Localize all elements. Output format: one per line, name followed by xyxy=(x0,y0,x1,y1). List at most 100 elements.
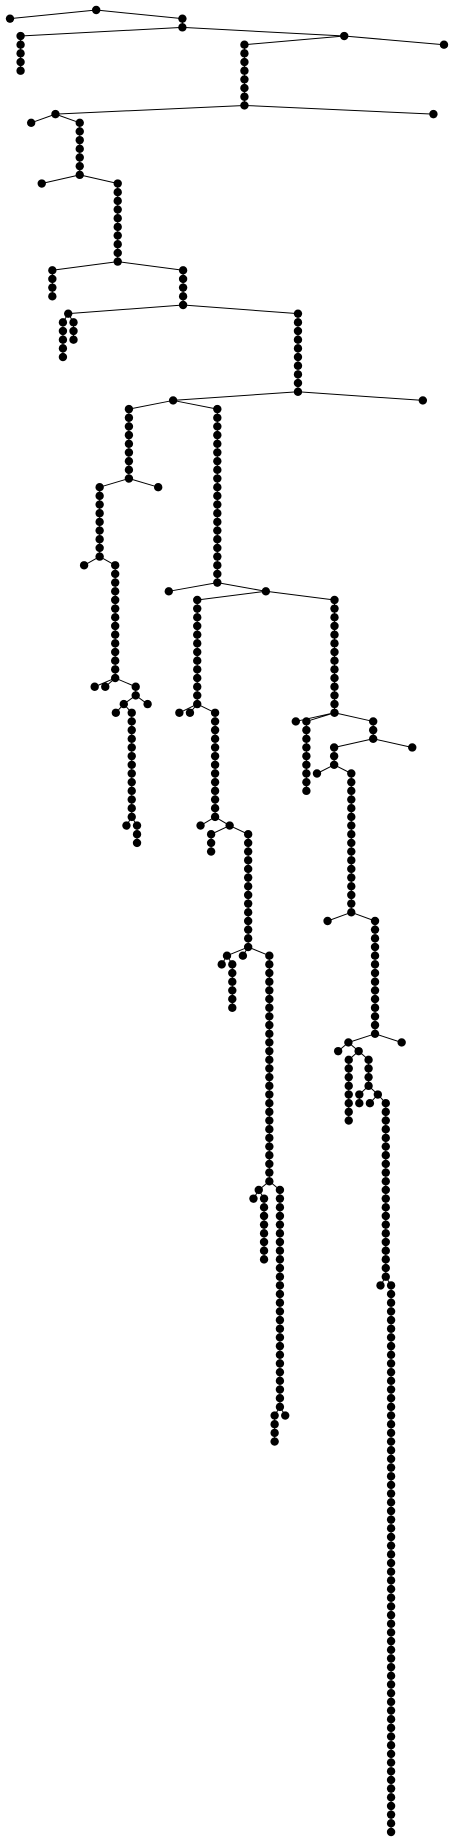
tree-node-282 xyxy=(330,656,339,665)
tree-node-80 xyxy=(95,482,104,492)
tree-node-359 xyxy=(381,1099,390,1108)
tree-node-26 xyxy=(75,153,84,162)
tree-node-55 xyxy=(58,352,68,362)
tree-node-405 xyxy=(386,1489,396,1498)
tree-node-39 xyxy=(113,257,122,266)
tree-node-156 xyxy=(193,630,202,639)
tree-node-86 xyxy=(95,526,104,535)
tree-node-346 xyxy=(344,1081,353,1091)
tree-node-436 xyxy=(386,1758,396,1767)
tree-node-426 xyxy=(386,1671,396,1681)
tree-node-257 xyxy=(275,1289,285,1299)
tree-node-385 xyxy=(386,1315,396,1325)
tree-node-294 xyxy=(302,743,311,752)
tree-node-365 xyxy=(381,1151,390,1160)
tree-node-5 xyxy=(16,40,25,49)
tree-node-321 xyxy=(347,890,356,900)
tree-node-54 xyxy=(58,344,68,353)
tree-node-326 xyxy=(370,925,380,934)
tree-node-437 xyxy=(386,1767,396,1776)
tree-node-201 xyxy=(265,951,274,960)
tree-node-289 xyxy=(291,717,301,726)
tree-node-15 xyxy=(240,75,249,84)
tree-node-413 xyxy=(386,1558,396,1568)
tree-node-133 xyxy=(213,448,222,457)
tree-node-67 xyxy=(293,387,303,396)
tree-node-214 xyxy=(265,1003,274,1012)
tree-node-47 xyxy=(178,292,188,301)
tree-node-140 xyxy=(213,509,222,518)
tree-node-248 xyxy=(275,1211,285,1221)
tree-node-253 xyxy=(275,1255,285,1264)
tree-node-235 xyxy=(254,1185,263,1195)
tree-edge-148 xyxy=(168,582,218,592)
tree-node-266 xyxy=(275,1367,285,1377)
tree-node-12 xyxy=(240,49,249,58)
tree-node-192 xyxy=(243,890,253,900)
tree-node-23 xyxy=(75,127,84,136)
tree-node-377 xyxy=(381,1255,390,1264)
tree-node-148 xyxy=(213,578,222,587)
tree-node-444 xyxy=(386,1827,396,1837)
tree-node-274 xyxy=(270,1428,279,1438)
tree-node-259 xyxy=(275,1307,285,1316)
tree-node-343 xyxy=(344,1055,353,1065)
tree-node-184 xyxy=(206,847,216,856)
tree-edge-149 xyxy=(217,582,266,592)
tree-node-48 xyxy=(178,300,188,310)
tree-node-334 xyxy=(370,994,380,1004)
tree-node-386 xyxy=(386,1324,396,1333)
tree-node-331 xyxy=(370,968,380,978)
tree-node-221 xyxy=(265,1064,274,1073)
tree-node-58 xyxy=(69,335,78,344)
tree-edge-70 xyxy=(173,399,218,410)
tree-node-264 xyxy=(275,1350,285,1360)
tree-node-379 xyxy=(381,1272,390,1281)
tree-node-50 xyxy=(293,309,303,318)
tree-node-10 xyxy=(240,40,249,49)
tree-node-361 xyxy=(381,1116,390,1125)
tree-node-171 xyxy=(210,743,220,752)
tree-node-142 xyxy=(213,526,222,535)
tree-node-105 xyxy=(90,682,99,691)
tree-node-42 xyxy=(48,274,57,284)
tree-node-261 xyxy=(275,1324,285,1333)
tree-node-307 xyxy=(347,769,356,778)
tree-node-167 xyxy=(210,708,220,717)
tree-node-220 xyxy=(265,1055,274,1065)
tree-node-75 xyxy=(124,439,134,449)
tree-node-333 xyxy=(370,986,380,995)
tree-node-401 xyxy=(386,1454,396,1464)
tree-node-60 xyxy=(293,326,303,336)
tree-edge-10 xyxy=(344,35,445,46)
tree-node-146 xyxy=(213,561,222,570)
tree-node-37 xyxy=(113,240,122,249)
tree-node-280 xyxy=(330,639,339,648)
tree-node-186 xyxy=(243,838,253,848)
tree-node-206 xyxy=(228,986,237,995)
tree-edge-151 xyxy=(265,590,335,601)
tree-node-172 xyxy=(210,751,220,761)
tree-node-115 xyxy=(127,734,136,743)
tree-node-234 xyxy=(265,1177,274,1186)
tree-node-429 xyxy=(386,1697,396,1707)
tree-node-432 xyxy=(386,1723,396,1733)
tree-nodes xyxy=(5,5,449,1837)
tree-node-79 xyxy=(124,474,134,483)
tree-node-275 xyxy=(270,1437,279,1446)
tree-node-33 xyxy=(113,205,122,214)
tree-node-408 xyxy=(386,1515,396,1524)
tree-node-35 xyxy=(113,222,122,232)
tree-node-68 xyxy=(168,396,178,405)
tree-node-166 xyxy=(185,708,195,717)
tree-node-127 xyxy=(132,830,142,839)
tree-node-320 xyxy=(347,882,356,891)
tree-node-272 xyxy=(281,1411,290,1420)
tree-node-158 xyxy=(193,647,202,657)
tree-node-126 xyxy=(132,821,142,830)
tree-node-290 xyxy=(302,717,311,726)
tree-node-170 xyxy=(210,734,220,743)
tree-node-396 xyxy=(386,1411,396,1420)
tree-node-95 xyxy=(110,595,120,605)
